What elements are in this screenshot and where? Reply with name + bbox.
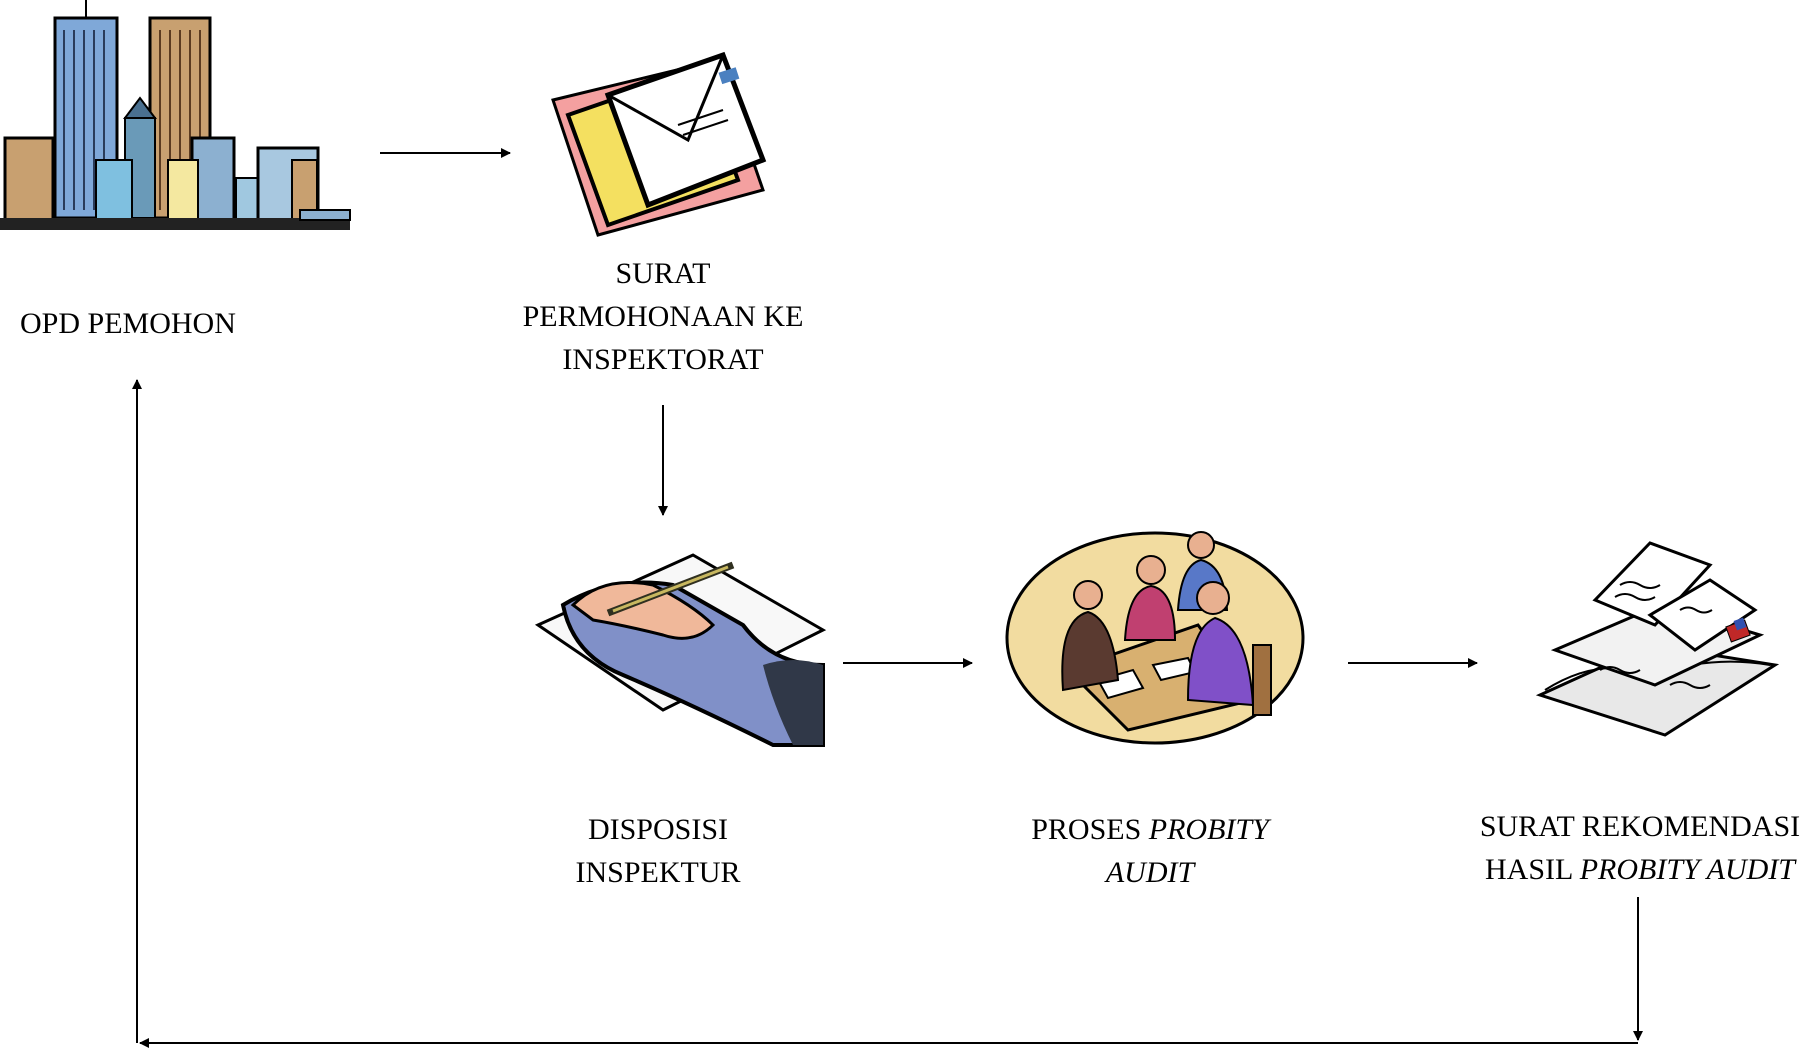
surat-label-line2: PERMOHONAAN KE	[522, 300, 804, 333]
meeting-people-icon	[1005, 531, 1305, 745]
node-label-disposisi: DISPOSISI INSPEKTUR	[533, 808, 783, 894]
rekomendasi-label-plain: HASIL	[1484, 853, 1580, 886]
disposisi-label-line1: DISPOSISI	[587, 813, 729, 846]
proses-label-line2: AUDIT	[1010, 851, 1290, 894]
rekomendasi-label-line1: SURAT REKOMENDASI	[1479, 810, 1801, 843]
hand-writing-icon	[534, 553, 827, 747]
rekomendasi-label-line2: HASIL PROBITY AUDIT	[1462, 848, 1818, 891]
node-label-opd: OPD PEMOHON	[20, 302, 236, 345]
letters-envelopes-icon	[551, 51, 767, 237]
surat-label-line1: SURAT	[615, 257, 711, 290]
rekomendasi-label-italic: PROBITY AUDIT	[1579, 853, 1795, 886]
proses-label-plain: PROSES	[1031, 813, 1149, 846]
node-label-rekomendasi: SURAT REKOMENDASI HASIL PROBITY AUDIT	[1462, 805, 1818, 891]
opd-label-text: OPD PEMOHON	[20, 307, 236, 340]
proses-label-line1: PROSES PROBITY	[1010, 808, 1290, 851]
node-label-proses: PROSES PROBITY AUDIT	[1010, 808, 1290, 894]
city-buildings-icon	[0, 0, 351, 230]
proses-label-italic: PROBITY	[1148, 813, 1269, 846]
proses-label-line2-italic: AUDIT	[1105, 856, 1195, 889]
disposisi-label-line2: INSPEKTUR	[575, 856, 741, 889]
documents-stack-icon	[1535, 541, 1780, 737]
surat-label-line3: INSPEKTORAT	[562, 343, 764, 376]
node-label-surat: SURAT PERMOHONAAN KE INSPEKTORAT	[503, 252, 823, 381]
